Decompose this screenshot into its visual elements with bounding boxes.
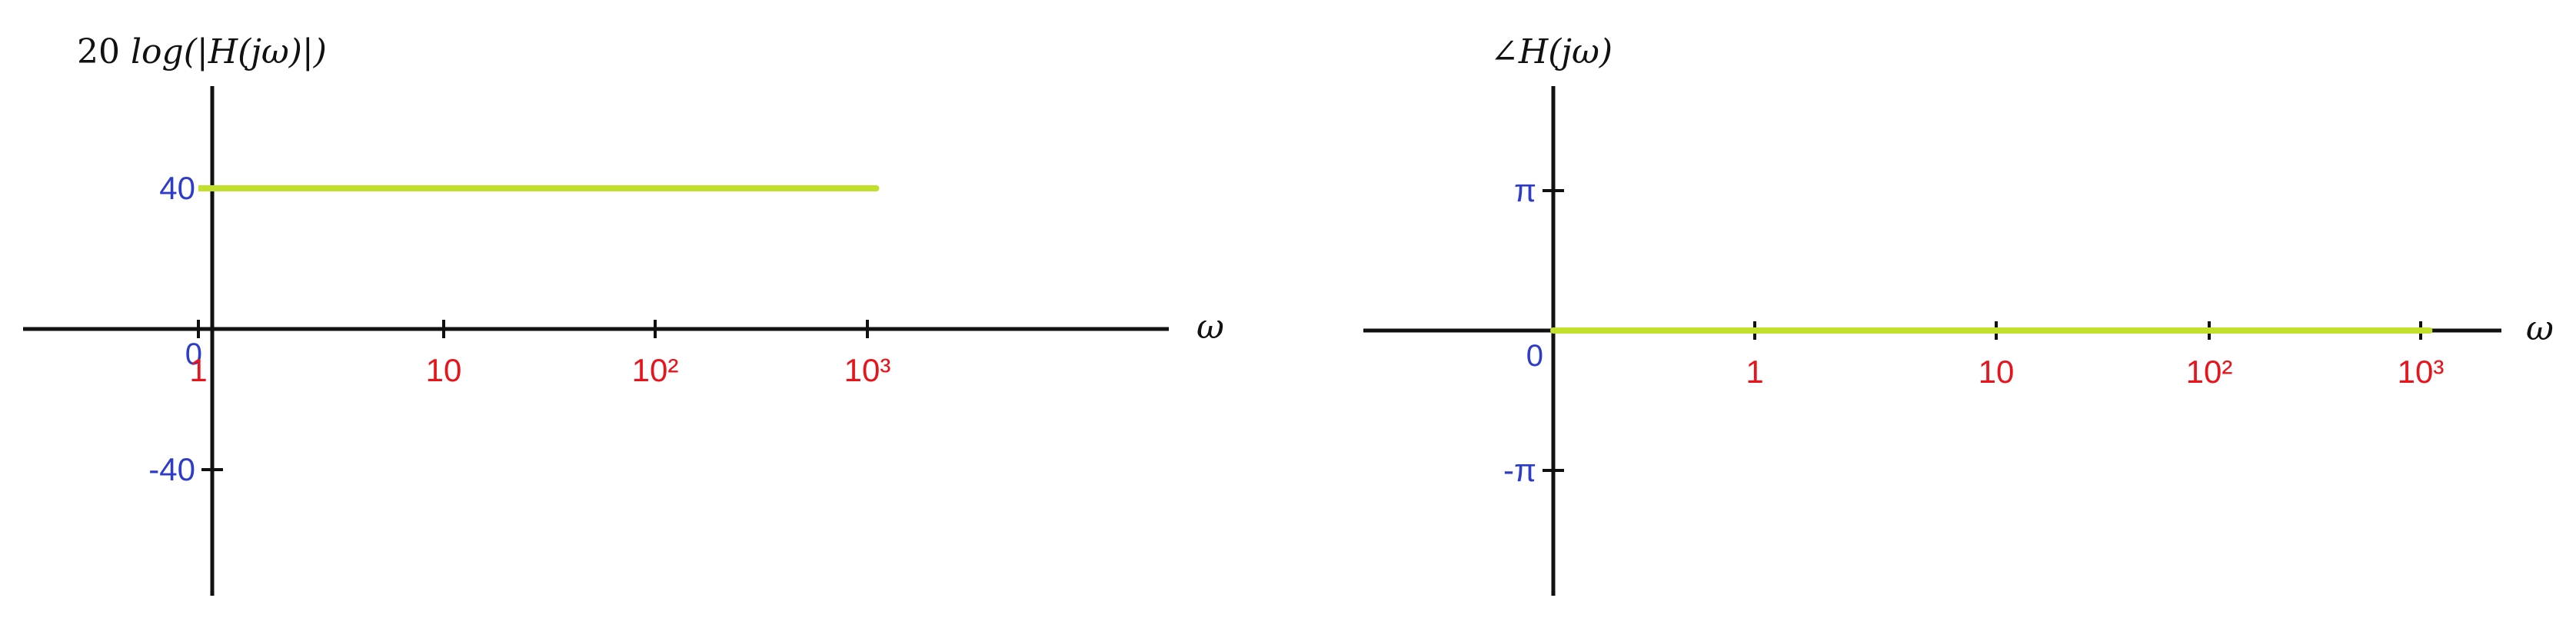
y-ticks: 40 -40 — [148, 170, 223, 487]
x-axis-label: ω — [2526, 309, 2554, 348]
x-tick-label: 1 — [1746, 354, 1763, 390]
magnitude-chart: 20 log(|H(jω)|) ω 01 10 10² 10³ 40 -40 — [23, 32, 1224, 596]
x-tick-label: 10³ — [2398, 354, 2445, 390]
x-ticks: 0 1 10 10² 10³ — [1526, 321, 2445, 390]
x-tick-label-origin: 0 — [1526, 339, 1543, 373]
y-axis-label: 20 log(|H(jω)|) — [77, 32, 327, 71]
y-tick-label: -π — [1503, 452, 1536, 488]
x-tick-label-origin: 0 — [185, 337, 202, 371]
y-tick-label: -40 — [148, 451, 195, 487]
x-tick-label: 10 — [1979, 354, 2015, 390]
y-axis-label: ∠H(jω) — [1490, 32, 1612, 71]
x-tick-label: 10³ — [844, 352, 891, 388]
x-tick-label: 10² — [2186, 354, 2233, 390]
y-tick-label: 40 — [159, 170, 195, 206]
y-ticks: π -π — [1503, 172, 1564, 488]
x-tick-label: 1 — [189, 352, 207, 388]
x-ticks: 01 10 10² 10³ — [185, 320, 891, 388]
x-tick-label: 10² — [632, 352, 679, 388]
x-axis-label: ω — [1196, 307, 1224, 347]
y-tick-label: π — [1514, 172, 1536, 208]
x-tick-label: 10 — [426, 352, 462, 388]
phase-chart: ∠H(jω) ω 0 1 10 10² 10³ π -π — [1363, 32, 2554, 596]
